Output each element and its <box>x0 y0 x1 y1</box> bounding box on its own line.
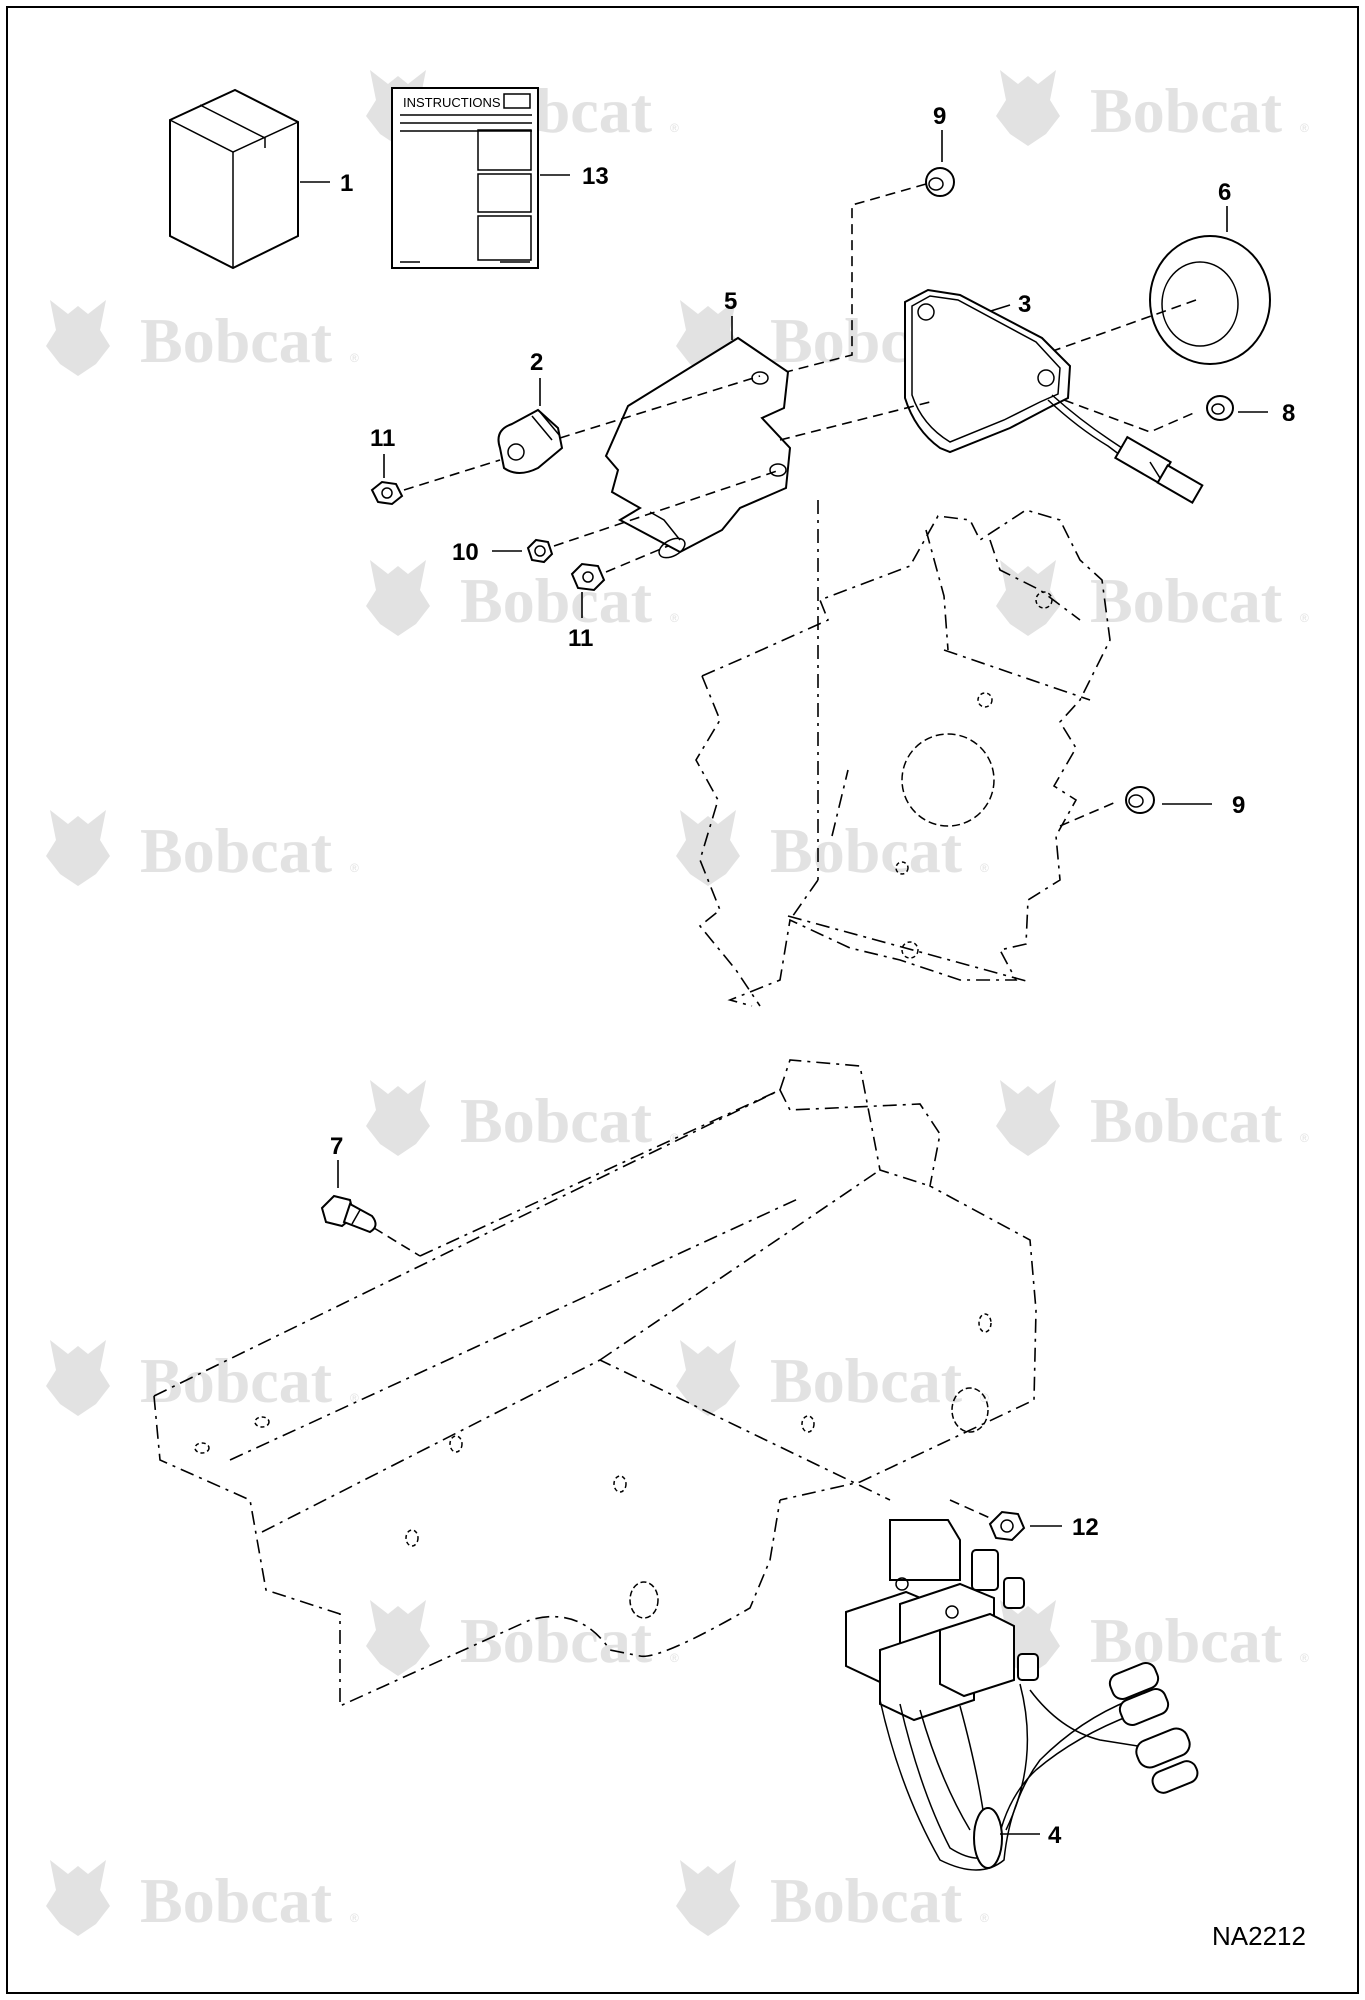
watermark-brand: Bobcat <box>1090 1605 1283 1676</box>
part-9-nut-top <box>925 167 955 197</box>
part-1-package <box>169 88 299 270</box>
lower-frame-outline <box>153 1059 1037 1708</box>
bobcat-logo-icon <box>46 300 110 376</box>
watermark-reg-mark: ® <box>670 1131 679 1145</box>
part-11-hex-nut-left <box>370 480 404 506</box>
bobcat-logo-icon <box>996 560 1060 636</box>
watermark-reg-mark: ® <box>980 861 989 875</box>
callout-8: 8 <box>1282 400 1295 427</box>
bobcat-watermark: Bobcat ® <box>676 1860 989 1936</box>
part-4-relay-harness <box>845 1519 1199 1871</box>
part-9-nut-right <box>1125 786 1155 814</box>
watermark-reg-mark: ® <box>350 351 359 365</box>
bobcat-watermark: Bobcat ® <box>996 1080 1309 1156</box>
bobcat-watermark-layer: Bobcat ® Bobcat ® Bobcat ® Bobcat ® Bobcat ® Bobca… <box>46 70 1309 1936</box>
drawing-code: NA2212 <box>1212 1921 1306 1951</box>
part-3-sensor-assembly <box>904 288 1204 505</box>
part-2-clamp <box>497 408 564 474</box>
watermark-reg-mark: ® <box>670 611 679 625</box>
watermark-brand: Bobcat <box>1090 1085 1283 1156</box>
bobcat-watermark: Bobcat® <box>676 1340 989 1416</box>
watermark-reg-mark: ® <box>980 1911 989 1925</box>
watermark-reg-mark: ® <box>670 1651 679 1665</box>
watermark-brand: Bobcat <box>460 565 653 636</box>
callout-12: 12 <box>1072 1514 1099 1541</box>
bobcat-watermark: Bobcat ® <box>996 70 1309 146</box>
callout-10: 10 <box>452 539 479 566</box>
callout-5: 5 <box>724 288 737 315</box>
watermark-reg-mark: ® <box>1300 1131 1309 1145</box>
upper-frame-outline <box>695 500 1111 1007</box>
bobcat-watermark: Bobcat ® <box>366 560 679 636</box>
bobcat-logo-icon <box>366 560 430 636</box>
watermark-reg-mark: ® <box>1300 1651 1309 1665</box>
part-7-bolt <box>320 1194 377 1234</box>
callout-1: 1 <box>340 170 353 197</box>
watermark-brand: Bobcat <box>460 1605 653 1676</box>
instructions-heading: INSTRUCTIONS <box>403 95 501 110</box>
bobcat-watermark: Bobcat ® <box>996 560 1309 636</box>
part-12-hex-nut <box>988 1510 1026 1542</box>
bobcat-logo-icon <box>676 1340 740 1416</box>
watermark-brand: Bobcat <box>770 1865 963 1936</box>
watermark-reg-mark: ® <box>350 861 359 875</box>
bobcat-logo-icon <box>676 810 740 886</box>
callout-3: 3 <box>1018 291 1031 318</box>
bobcat-watermark: Bobcat ® <box>46 1860 359 1936</box>
watermark-reg-mark: ® <box>350 1911 359 1925</box>
watermark-brand: Bobcat <box>460 1085 653 1156</box>
callout-9-right: 9 <box>1232 792 1245 819</box>
callout-11-left: 11 <box>370 425 395 452</box>
callout-13: 13 <box>582 163 609 190</box>
bobcat-watermark: Bobcat ® <box>366 1600 679 1676</box>
part-6-ring <box>1149 235 1271 365</box>
watermark-brand: Bobcat <box>140 1865 333 1936</box>
bobcat-logo-icon <box>676 1860 740 1936</box>
diagram-frame <box>6 6 1359 1994</box>
bobcat-logo-icon <box>46 1340 110 1416</box>
watermark-brand: Bobcat <box>140 1345 333 1416</box>
watermark-brand: Bobcat <box>140 815 333 886</box>
watermark-brand: Bobcat <box>140 305 333 376</box>
watermark-reg-mark: ® <box>1300 121 1309 135</box>
watermark-brand: Bobcat <box>1090 75 1283 146</box>
bobcat-logo-icon <box>46 810 110 886</box>
watermark-brand: Bobcat <box>1090 565 1283 636</box>
callout-11-bottom: 11 <box>568 625 593 652</box>
part-11-hex-nut-bottom <box>570 562 606 592</box>
watermark-reg-mark: ® <box>670 121 679 135</box>
part-13-instructions-sheet: INSTRUCTIONS <box>391 87 539 269</box>
callout-4: 4 <box>1048 1822 1062 1849</box>
bobcat-logo-icon <box>366 1600 430 1676</box>
watermark-reg-mark: ® <box>1300 611 1309 625</box>
callout-6: 6 <box>1218 179 1231 206</box>
watermark-brand: Bobcat <box>770 1345 963 1416</box>
bobcat-logo-icon <box>366 1080 430 1156</box>
bobcat-logo-icon <box>46 1860 110 1936</box>
part-8-nut <box>1206 395 1234 421</box>
bobcat-watermark: Bobcat ® <box>366 1080 679 1156</box>
part-5-bracket <box>604 336 792 559</box>
bobcat-watermark: Bobcat ® <box>46 300 359 376</box>
watermark-brand: Bobcat <box>770 815 963 886</box>
callout-2: 2 <box>530 349 543 376</box>
bobcat-logo-icon <box>996 1080 1060 1156</box>
watermark-reg-mark: ® <box>350 1391 359 1405</box>
bobcat-logo-icon <box>996 70 1060 146</box>
bobcat-watermark: Bobcat ® <box>46 810 359 886</box>
callout-7: 7 <box>330 1133 343 1160</box>
part-10-nut <box>526 538 554 564</box>
bobcat-watermark: Bobcat ® <box>46 1340 359 1416</box>
bobcat-watermark: Bobcat ® <box>676 810 989 886</box>
callout-9-top: 9 <box>933 103 946 130</box>
